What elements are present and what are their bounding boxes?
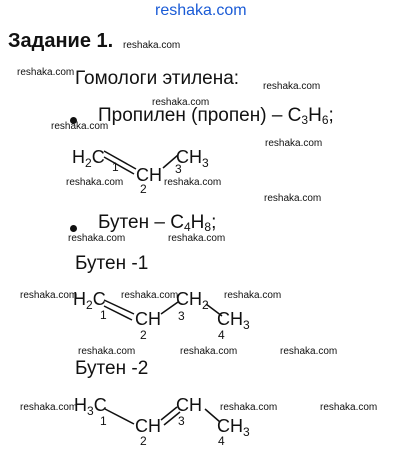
watermark: reshaka.com	[20, 290, 78, 301]
propylene-h-count: 6	[321, 113, 329, 127]
watermark: reshaka.com	[220, 402, 278, 413]
task-title: Задание 1.	[8, 30, 114, 52]
butene1-g2: CH	[135, 309, 161, 329]
watermark: reshaka.com	[17, 67, 75, 78]
butene2-n4: 4	[218, 434, 225, 448]
propylene-line: Пропилен (пропен) – C3H6;	[98, 105, 334, 127]
butene-end: ;	[211, 212, 217, 233]
butene-h-count: 8	[204, 220, 212, 234]
propene-n1: 1	[112, 160, 119, 174]
propene-n2: 2	[140, 182, 147, 196]
propene-formula: H2C CH CH3 1 2 3	[72, 147, 209, 196]
watermark: reshaka.com	[180, 346, 238, 357]
butene-line: Бутен – C4H8;	[98, 212, 216, 234]
watermark: reshaka.com	[264, 193, 322, 204]
butene2-n3: 3	[178, 414, 185, 428]
butene1-heading: Бутен -1	[75, 253, 149, 274]
butene2-n2: 2	[140, 434, 147, 448]
watermark: reshaka.com	[51, 121, 109, 132]
propene-g1: H2C	[72, 147, 105, 170]
butene2-g3: CH	[176, 395, 202, 415]
intro-text: Гомологи этилена:	[75, 68, 240, 89]
site-header[interactable]: reshaka.com	[155, 2, 247, 19]
butene-c-count: 4	[183, 220, 191, 234]
butene2-g1: H3C	[74, 395, 107, 418]
watermark: reshaka.com	[168, 233, 226, 244]
propene-n3: 3	[175, 162, 182, 176]
watermark: reshaka.com	[265, 138, 323, 149]
watermark: reshaka.com	[263, 81, 321, 92]
propylene-c-count: 3	[301, 113, 309, 127]
butene1-n1: 1	[100, 308, 107, 322]
butene2-g2: CH	[135, 416, 161, 436]
watermark: reshaka.com	[224, 290, 282, 301]
butene1-formula: H2C CH CH2 CH3 1 2 3 4	[73, 289, 250, 342]
butene1-n4: 4	[218, 328, 225, 342]
butene1-g4: CH3	[217, 309, 250, 332]
watermark: reshaka.com	[121, 290, 179, 301]
propylene-h-label: H	[308, 105, 322, 126]
butene1-n3: 3	[178, 309, 185, 323]
butene-name: Бутен – C	[98, 212, 184, 233]
watermark: reshaka.com	[78, 346, 136, 357]
butene1-n2: 2	[140, 328, 147, 342]
bullet-icon	[70, 117, 77, 124]
watermark: reshaka.com	[320, 402, 378, 413]
watermark: reshaka.com	[152, 97, 210, 108]
propylene-name: Пропилен (пропен) – C	[98, 105, 302, 126]
propene-g3: CH3	[176, 147, 209, 170]
watermark: reshaka.com	[20, 402, 78, 413]
butene2-formula: H3C CH CH CH3 1 2 3 4	[74, 395, 250, 448]
watermark: reshaka.com	[66, 177, 124, 188]
bullet-icon	[70, 225, 77, 232]
propylene-end: ;	[328, 105, 334, 126]
watermark: reshaka.com	[123, 40, 181, 51]
butene1-g3: CH2	[176, 289, 209, 312]
watermark: reshaka.com	[68, 233, 126, 244]
butene-h-label: H	[190, 212, 205, 233]
watermark: reshaka.com	[164, 177, 222, 188]
butene1-g1: H2C	[73, 289, 106, 312]
butene2-g4: CH3	[217, 416, 250, 439]
butene2-n1: 1	[100, 414, 107, 428]
watermark: reshaka.com	[280, 346, 338, 357]
propene-g2: CH	[136, 165, 162, 185]
butene2-heading: Бутен -2	[75, 358, 149, 379]
